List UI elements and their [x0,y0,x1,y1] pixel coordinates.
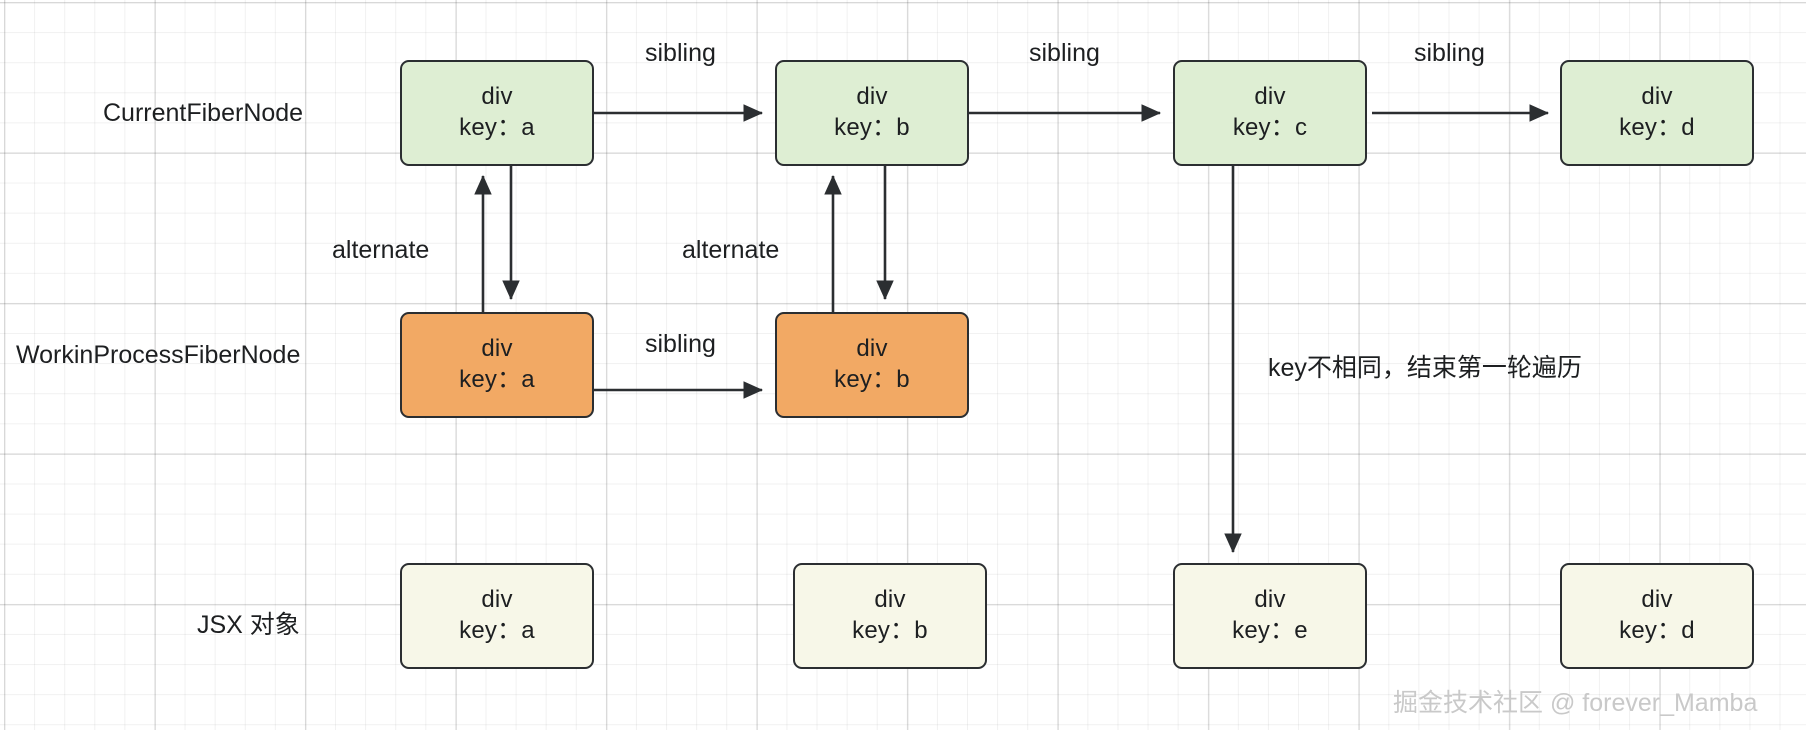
node-key-label: key：a [459,366,535,393]
node-wip-fiber-b[interactable]: div key：b [775,312,969,418]
node-key-label: key：a [459,114,535,141]
edge-label-alternate-b: alternate [682,236,780,264]
node-jsx-b[interactable]: div key：b [793,563,987,669]
node-key-label: key：e [1232,617,1308,644]
node-type-label: div [856,335,888,363]
node-jsx-e[interactable]: div key：e [1173,563,1367,669]
node-type-label: div [874,586,906,614]
node-key-label: key：b [852,617,928,644]
node-jsx-d[interactable]: div key：d [1560,563,1754,669]
row-label-jsx-object: JSX 对象 [197,611,300,639]
node-type-label: div [481,83,513,111]
node-type-label: div [1641,586,1673,614]
node-key-label: key：a [459,617,535,644]
node-key-label: key：d [1619,114,1695,141]
watermark-text: 掘金技术社区 @ forever_Mamba [1393,689,1758,717]
node-type-label: div [1254,586,1286,614]
node-key-label: key：b [834,366,910,393]
node-current-fiber-c[interactable]: div key：c [1173,60,1367,166]
edge-label-sibling-wip-ab: sibling [645,330,716,358]
node-current-fiber-d[interactable]: div key：d [1560,60,1754,166]
row-label-current-fiber-node: CurrentFiberNode [103,99,304,127]
node-key-label: key：d [1619,617,1695,644]
edge-label-alternate-a: alternate [332,236,430,264]
node-current-fiber-a[interactable]: div key：a [400,60,594,166]
edge-label-sibling-current-cd: sibling [1414,39,1485,67]
edge-label-sibling-current-bc: sibling [1029,39,1100,67]
edge-label-sibling-current-ab: sibling [645,39,716,67]
node-type-label: div [1254,83,1286,111]
node-type-label: div [856,83,888,111]
node-type-label: div [481,335,513,363]
row-label-workinprocess-fiber-node: WorkinProcessFiberNode [16,341,301,369]
node-jsx-a[interactable]: div key：a [400,563,594,669]
node-key-label: key：c [1232,114,1308,141]
node-type-label: div [481,586,513,614]
annotation-key-mismatch: key不相同，结束第一轮遍历 [1268,354,1582,382]
node-current-fiber-b[interactable]: div key：b [775,60,969,166]
node-wip-fiber-a[interactable]: div key：a [400,312,594,418]
node-type-label: div [1641,83,1673,111]
node-key-label: key：b [834,114,910,141]
